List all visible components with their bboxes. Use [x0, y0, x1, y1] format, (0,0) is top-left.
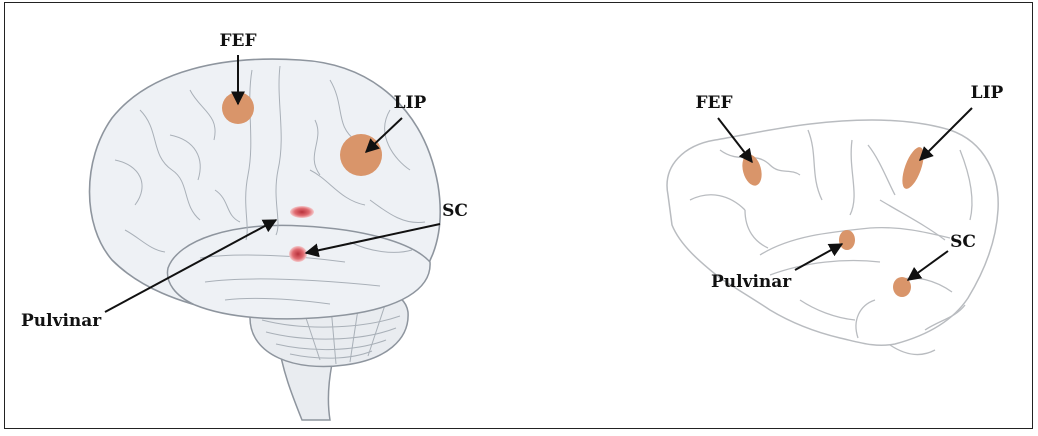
monkey-pulvinar-label: Pulvinar — [711, 272, 792, 292]
human-sc-region — [289, 246, 307, 262]
monkey-sc-label: SC — [950, 232, 976, 252]
human-lip-region — [340, 134, 382, 176]
monkey-brain: FEF LIP SC Pulvinar — [667, 83, 1004, 355]
monkey-pulvinar-region — [839, 230, 855, 250]
human-pulvinar-label: Pulvinar — [21, 311, 102, 331]
monkey-fef-label: FEF — [695, 93, 732, 113]
human-sc-label: SC — [442, 201, 468, 221]
human-lip-label: LIP — [394, 93, 427, 113]
human-fef-label: FEF — [219, 31, 256, 51]
human-pulvinar-region — [290, 206, 314, 218]
monkey-cerebellum — [890, 345, 935, 355]
monkey-lip-label: LIP — [971, 83, 1004, 103]
human-brain: FEF LIP SC Pulvinar — [21, 31, 468, 420]
